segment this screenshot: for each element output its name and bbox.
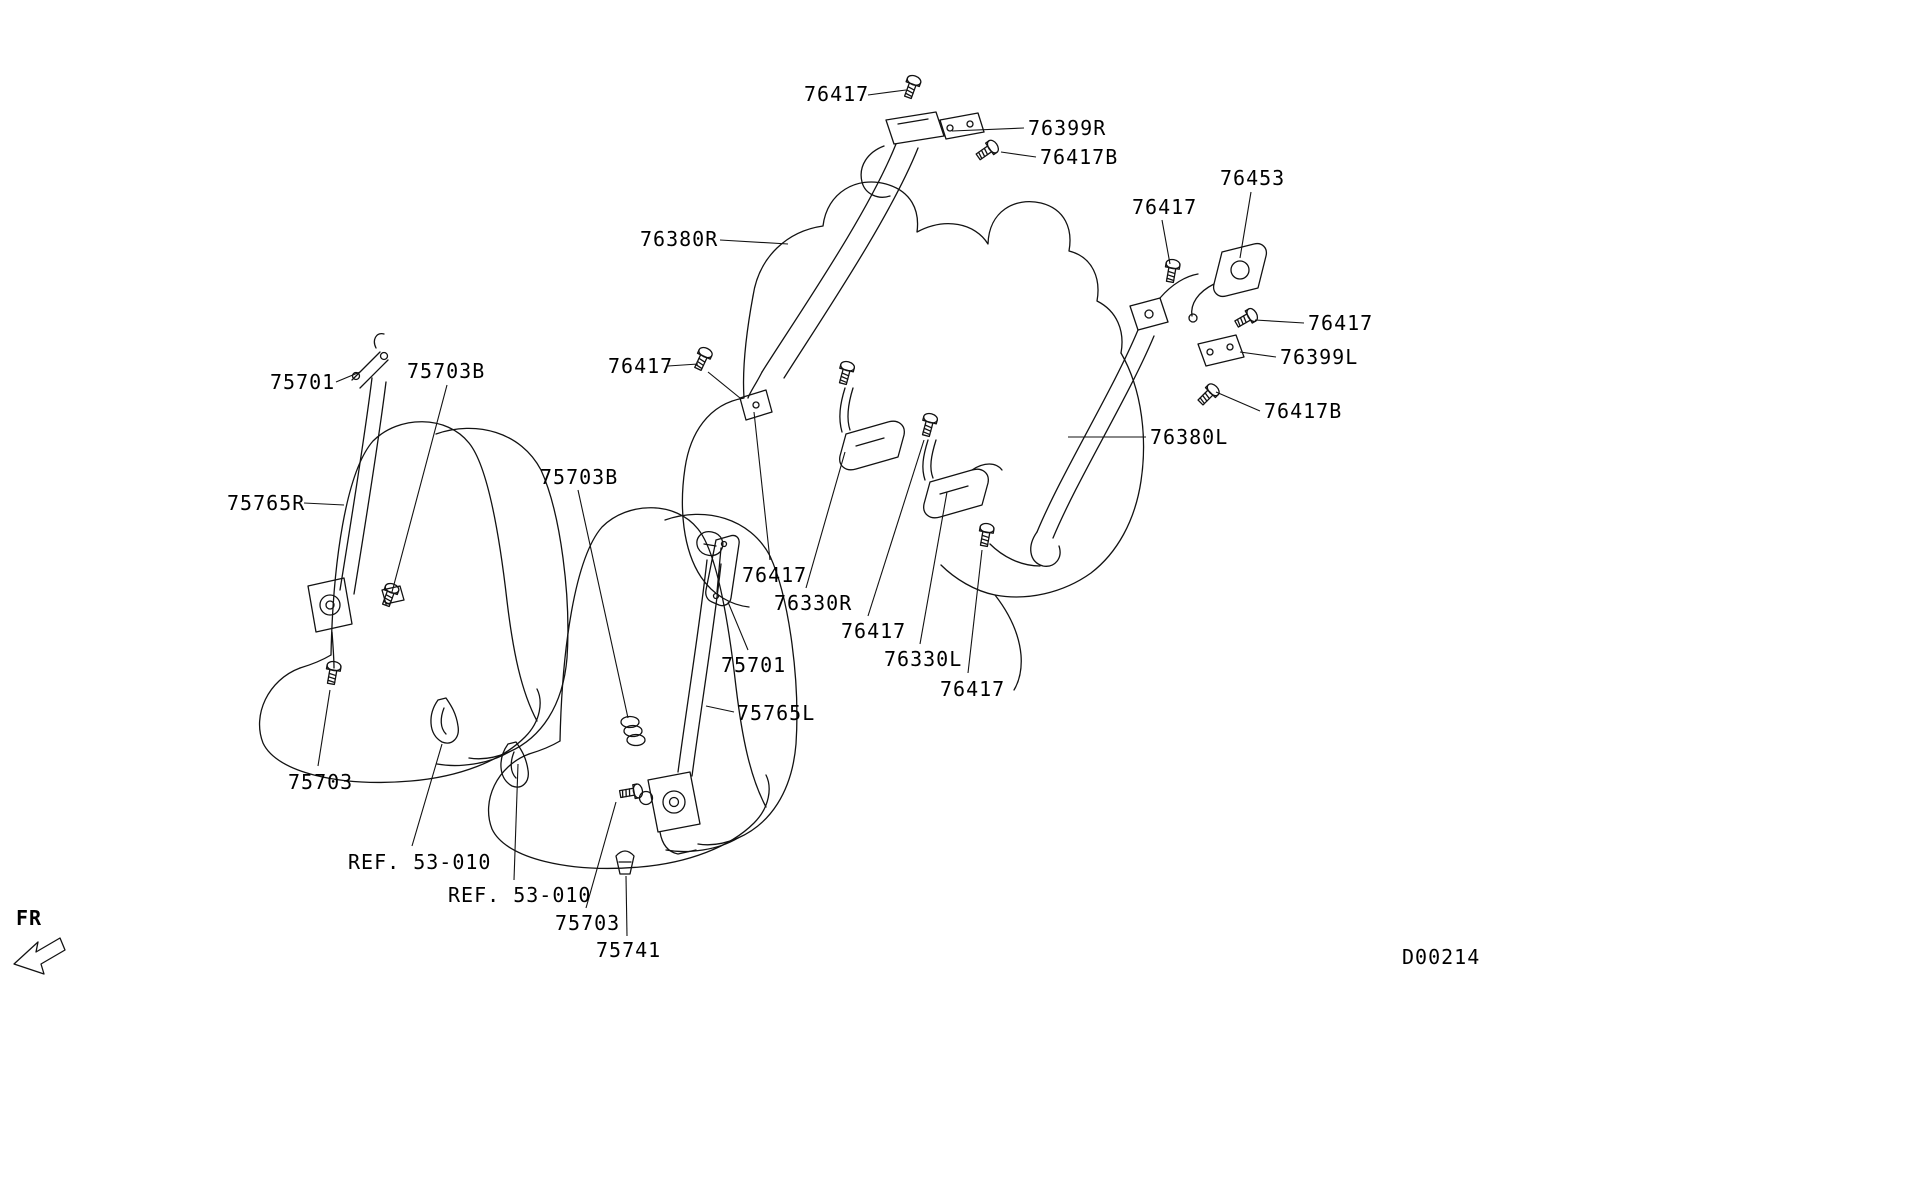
- bolt-icon: [323, 659, 343, 686]
- part-label-75701-2: 75701: [721, 653, 787, 677]
- ref-label-53-010-2: REF. 53-010: [448, 883, 592, 907]
- front-seat-left-outline: [258, 421, 569, 784]
- part-label-75703B-1: 75703B: [407, 359, 486, 383]
- bolt-icon: [618, 782, 645, 802]
- bolt-icon: [835, 359, 857, 387]
- belt-76380R: [739, 111, 945, 421]
- belt-76380L: [989, 273, 1199, 567]
- buckle-76330R: [839, 387, 905, 471]
- part-label-76453: 76453: [1220, 166, 1286, 190]
- fr-direction-arrow: [13, 937, 66, 975]
- part-label-76417-top: 76417: [804, 82, 870, 106]
- bolt-icon: [1232, 306, 1261, 331]
- ref-hooks: [430, 697, 529, 788]
- retractor-76453: [1188, 242, 1268, 323]
- part-label-76417B-1: 76417B: [1040, 145, 1119, 169]
- part-label-75703-2: 75703: [555, 911, 621, 935]
- bracket-76399R: [939, 112, 985, 140]
- part-label-76380R: 76380R: [640, 227, 719, 251]
- part-label-76417-3: 76417: [608, 354, 674, 378]
- rear-seat-outline: [681, 181, 1145, 691]
- part-label-76417-7: 76417: [940, 677, 1006, 701]
- bolt-icon: [900, 73, 923, 101]
- part-label-76417B-2: 76417B: [1264, 399, 1343, 423]
- bolt-icon: [973, 137, 1002, 164]
- part-label-76380L: 76380L: [1150, 425, 1229, 449]
- part-label-76417-4: 76417: [1308, 311, 1374, 335]
- part-label-75703-1: 75703: [288, 770, 354, 794]
- part-label-76330R: 76330R: [774, 591, 853, 615]
- bolt-icon: [976, 521, 996, 548]
- buckle-76330L: [922, 439, 1003, 519]
- part-label-76417-5: 76417: [742, 563, 808, 587]
- part-label-75765R: 75765R: [227, 491, 306, 515]
- part-label-75703B-2: 75703B: [540, 465, 619, 489]
- ref-label-53-010-1: REF. 53-010: [348, 850, 492, 874]
- bolt-icon: [378, 581, 401, 609]
- adjuster-75701-center: [705, 534, 740, 607]
- part-label-75765L: 75765L: [737, 701, 816, 725]
- part-label-76417-2: 76417: [1132, 195, 1198, 219]
- part-label-76417-6: 76417: [841, 619, 907, 643]
- part-label-76330L: 76330L: [884, 647, 963, 671]
- leader-lines: [303, 89, 1305, 937]
- clip-75741: [615, 850, 635, 875]
- part-label-76399L: 76399L: [1280, 345, 1359, 369]
- part-label-75701-1: 75701: [270, 370, 336, 394]
- bolt-icon: [1194, 380, 1223, 409]
- belt-75765L: [620, 531, 724, 855]
- bolt-icon: [690, 344, 715, 373]
- front-seat-center-outline: [487, 507, 798, 870]
- bolt-icon: [1162, 257, 1182, 284]
- part-label-75741: 75741: [596, 938, 662, 962]
- part-label-76399R: 76399R: [1028, 116, 1107, 140]
- diagram-code: D00214: [1402, 945, 1481, 969]
- bracket-76399L: [1197, 334, 1245, 367]
- fr-direction-label: FR: [16, 906, 43, 930]
- bolt-icon: [918, 411, 940, 439]
